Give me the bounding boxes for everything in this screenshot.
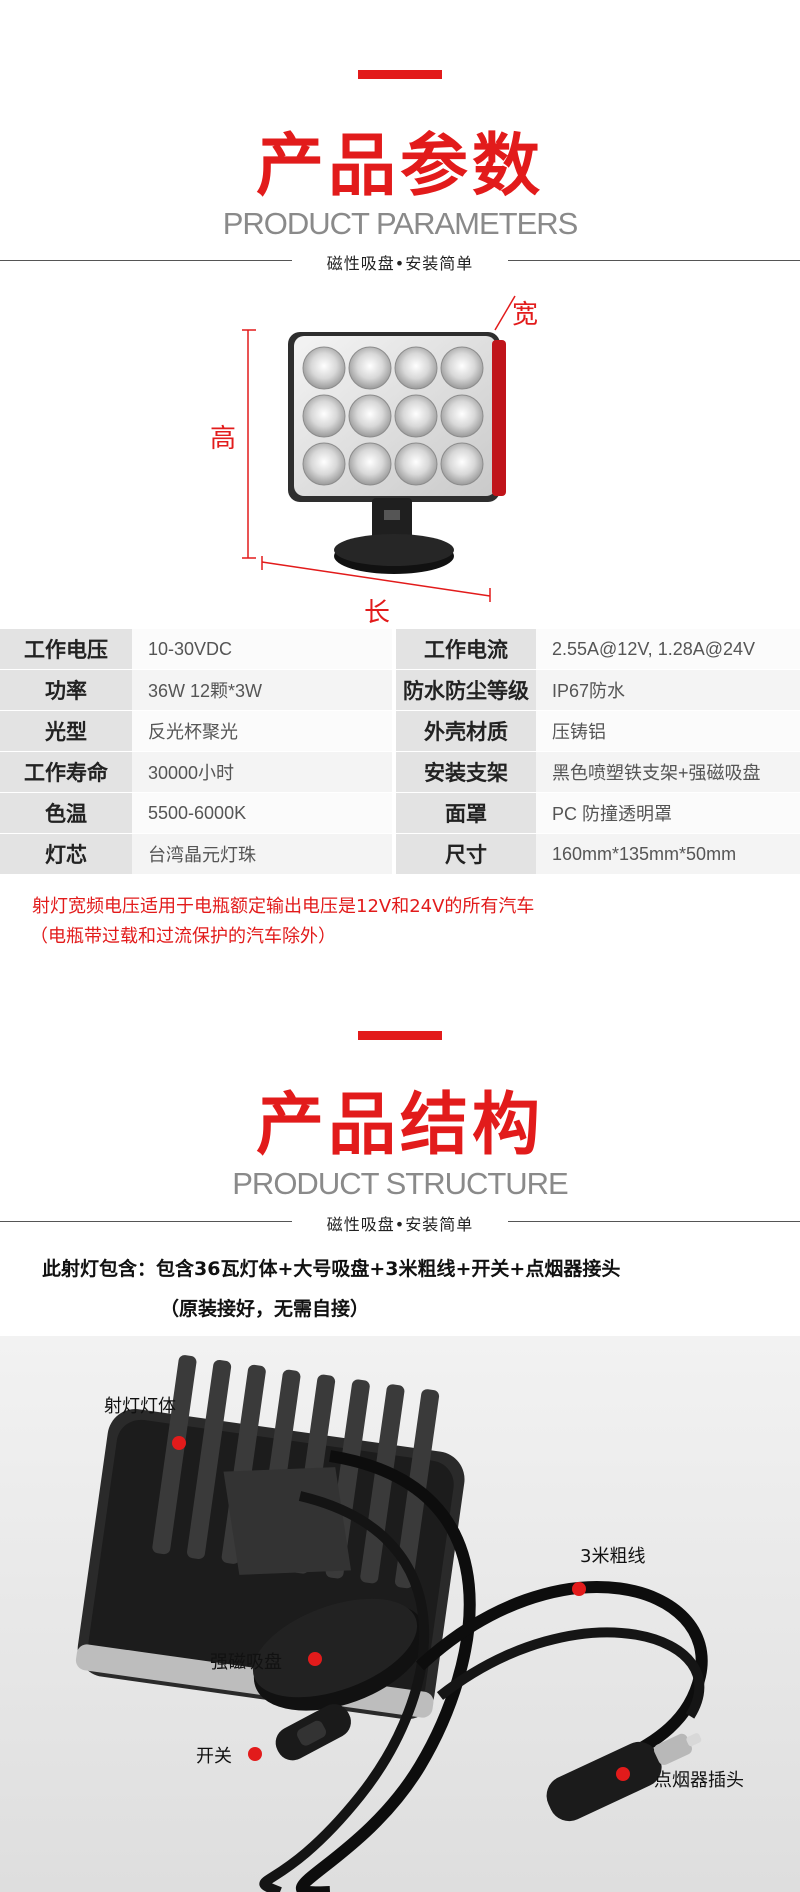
callout-cable-dot xyxy=(572,1582,586,1596)
spec-row: 功率 36W 12颗*3W 防水防尘等级 IP67防水 xyxy=(0,670,800,710)
dim-width-label: 宽 xyxy=(512,300,539,330)
section2-accent-bar xyxy=(358,1031,442,1040)
callout-suction-dot xyxy=(308,1652,322,1666)
callout-plug: 点烟器插头 xyxy=(654,1770,744,1791)
spec-table: 工作电压 10-30VDC 工作电流 2.55A@12V, 1.28A@24V … xyxy=(0,629,800,875)
voltage-note-exception: （电瓶带过载和过流保护的汽车除外） xyxy=(30,926,336,947)
spec-value: 5500-6000K xyxy=(132,793,396,833)
spec-row: 光型 反光杯聚光 外壳材质 压铸铝 xyxy=(0,711,800,751)
spec-key: 工作电流 xyxy=(396,629,536,669)
section1-rule-left xyxy=(0,260,292,261)
voltage-note: 射灯宽频电压适用于电瓶额定输出电压是12V和24V的所有汽车 xyxy=(32,896,535,917)
spec-key: 面罩 xyxy=(396,793,536,833)
work-light-illustration xyxy=(242,295,516,602)
callout-suction: 强磁吸盘 xyxy=(210,1652,282,1673)
spec-row: 工作电压 10-30VDC 工作电流 2.55A@12V, 1.28A@24V xyxy=(0,629,800,669)
spec-value: 压铸铝 xyxy=(536,711,800,751)
spec-value: 10-30VDC xyxy=(132,629,396,669)
spec-key: 工作寿命 xyxy=(0,752,132,792)
spec-value: 反光杯聚光 xyxy=(132,711,396,751)
spec-value: 台湾晶元灯珠 xyxy=(132,834,396,874)
spec-key: 外壳材质 xyxy=(396,711,536,751)
section1-title: 产品参数 xyxy=(255,127,544,206)
spec-value: IP67防水 xyxy=(536,670,800,710)
section1-subhead: 磁性吸盘•安装简单 xyxy=(326,254,474,273)
spec-key: 色温 xyxy=(0,793,132,833)
spec-key: 灯芯 xyxy=(0,834,132,874)
section2-rule-right xyxy=(508,1221,800,1222)
section1-rule-right xyxy=(508,260,800,261)
callout-switch: 开关 xyxy=(196,1746,232,1767)
product-image: 宽 高 长 xyxy=(200,290,560,628)
section2-subhead: 磁性吸盘•安装简单 xyxy=(326,1215,474,1234)
section2-title: 产品结构 xyxy=(255,1086,544,1165)
spec-value: 160mm*135mm*50mm xyxy=(536,834,800,874)
package-contents-note: （原装接好，无需自接） xyxy=(160,1298,370,1320)
spec-key: 安装支架 xyxy=(396,752,536,792)
spec-key: 尺寸 xyxy=(396,834,536,874)
spec-row: 工作寿命 30000小时 安装支架 黑色喷塑铁支架+强磁吸盘 xyxy=(0,752,800,792)
spec-key: 工作电压 xyxy=(0,629,132,669)
spec-key: 防水防尘等级 xyxy=(396,670,536,710)
spec-value: PC 防撞透明罩 xyxy=(536,793,800,833)
spec-value: 36W 12颗*3W xyxy=(132,670,396,710)
dim-length-label: 长 xyxy=(364,598,391,628)
callout-switch-dot xyxy=(248,1747,262,1761)
section2-subtitle-en: PRODUCT STRUCTURE xyxy=(232,1166,569,1201)
spec-row: 色温 5500-6000K 面罩 PC 防撞透明罩 xyxy=(0,793,800,833)
callout-cable: 3米粗线 xyxy=(580,1546,646,1567)
dim-height-label: 高 xyxy=(210,424,237,454)
spec-value: 2.55A@12V, 1.28A@24V xyxy=(536,629,800,669)
spec-key: 光型 xyxy=(0,711,132,751)
section1-subtitle-en: PRODUCT PARAMETERS xyxy=(222,206,579,241)
spec-key: 功率 xyxy=(0,670,132,710)
section2-rule-left xyxy=(0,1221,292,1222)
spec-row: 灯芯 台湾晶元灯珠 尺寸 160mm*135mm*50mm xyxy=(0,834,800,874)
spec-value: 30000小时 xyxy=(132,752,396,792)
product-structure-photo: 射灯灯体 3米粗线 强磁吸盘 开关 点烟器插头 xyxy=(0,1336,800,1892)
work-light-kit-illustration xyxy=(75,1355,708,1892)
callout-lamp-body-dot xyxy=(172,1436,186,1450)
package-contents: 此射灯包含：包含36瓦灯体+大号吸盘+3米粗线+开关+点烟器接头 xyxy=(42,1258,621,1280)
callout-plug-dot xyxy=(616,1767,630,1781)
spec-value: 黑色喷塑铁支架+强磁吸盘 xyxy=(536,752,800,792)
section1-accent-bar xyxy=(358,70,442,79)
callout-lamp-body: 射灯灯体 xyxy=(104,1396,176,1417)
